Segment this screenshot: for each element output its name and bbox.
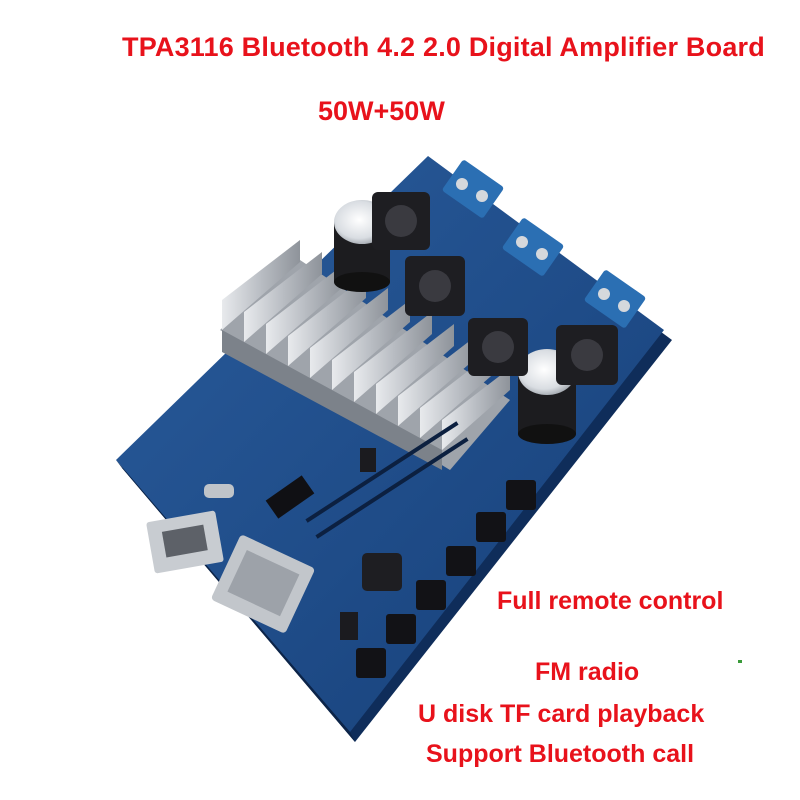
feature-remote-control: Full remote control: [497, 587, 724, 615]
green-tick-mark: [738, 660, 742, 663]
small-components: [204, 421, 469, 640]
tf-card-slot: [211, 535, 315, 633]
terminal-blocks: [442, 160, 646, 328]
usb-port: [146, 510, 224, 574]
power-rating: 50W+50W: [318, 96, 445, 126]
feature-bluetooth-call: Support Bluetooth call: [426, 740, 695, 768]
heatsink: [220, 240, 510, 470]
feature-fm-radio: FM radio: [535, 658, 640, 686]
feature-usb-tf-playback: U disk TF card playback: [418, 700, 705, 728]
inductors: [362, 192, 618, 591]
product-title: TPA3116 Bluetooth 4.2 2.0 Digital Amplif…: [122, 32, 765, 62]
push-buttons: [356, 480, 536, 678]
